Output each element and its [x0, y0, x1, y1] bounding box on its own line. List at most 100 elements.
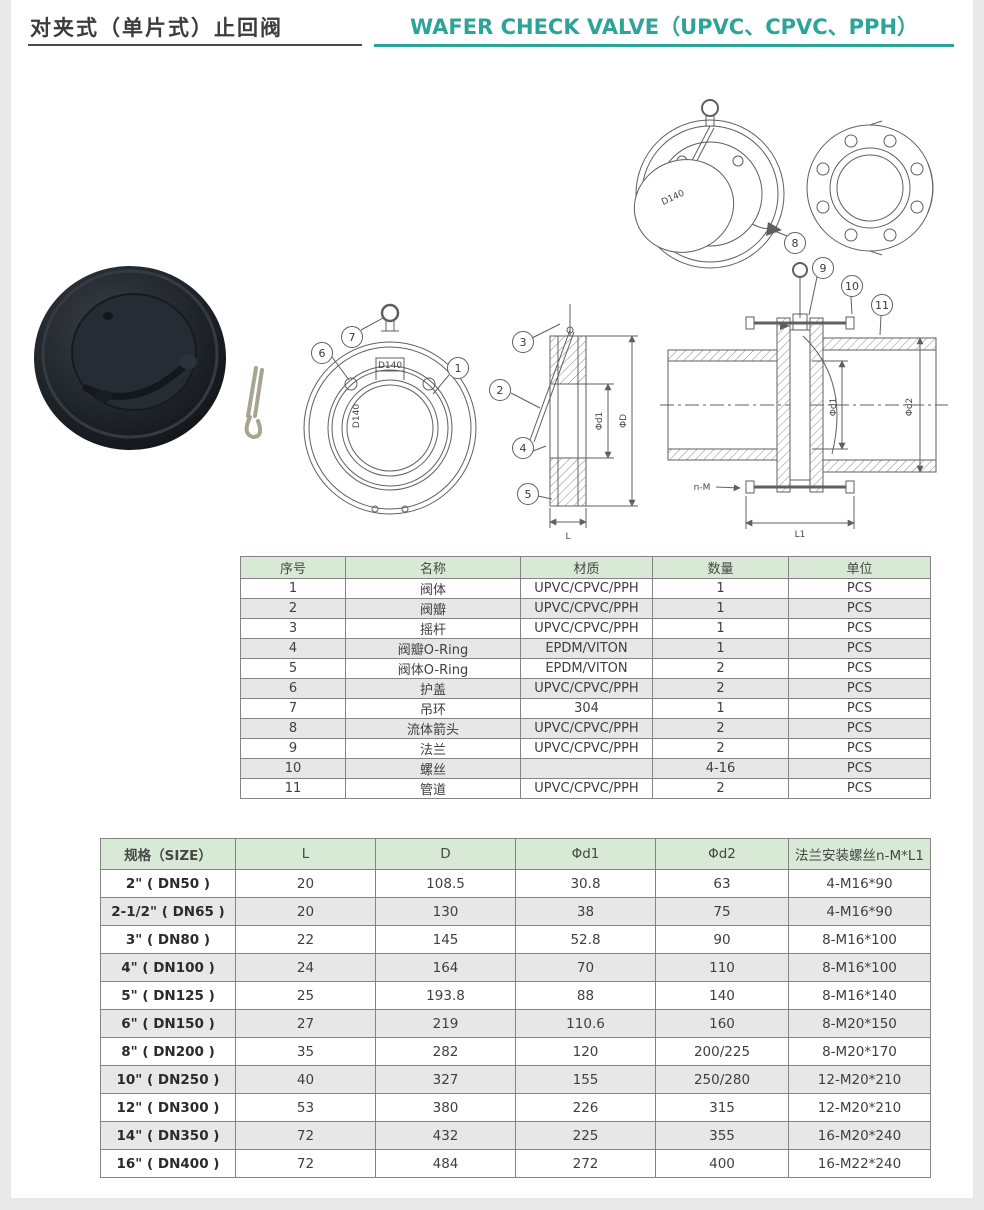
- table-cell: 27: [235, 1009, 376, 1038]
- assembly-view-drawing: Φd1 Φd2 n-M L1 8 9 10 11: [660, 229, 948, 540]
- table-cell: 2: [652, 718, 789, 739]
- table-cell: 螺丝: [345, 758, 521, 779]
- dim-label-D: ΦD: [619, 414, 629, 428]
- callout-9: 9: [812, 257, 834, 279]
- table-cell: 16" ( DN400 ): [100, 1149, 236, 1178]
- parts-col-no: 序号: [240, 556, 346, 579]
- table-cell: EPDM/VITON: [520, 638, 653, 659]
- table-cell: 164: [375, 953, 516, 982]
- n-M-leader: [715, 484, 741, 492]
- table-cell: 315: [655, 1093, 789, 1122]
- page-title-english: WAFER CHECK VALVE（UPVC、CPVC、PPH）: [409, 15, 919, 39]
- size-col-d2: Φd2: [655, 838, 789, 870]
- table-cell: 12-M20*210: [788, 1093, 931, 1122]
- table-cell: 70: [515, 953, 656, 982]
- table-cell: 1: [652, 698, 789, 719]
- table-cell: EPDM/VITON: [520, 658, 653, 679]
- table-cell: 110.6: [515, 1009, 656, 1038]
- table-cell: 4-M16*90: [788, 869, 931, 898]
- table-cell: 1: [652, 598, 789, 619]
- table-cell: 4: [240, 638, 346, 659]
- table-cell: 25: [235, 981, 376, 1010]
- table-cell: 30.8: [515, 869, 656, 898]
- svg-text:2: 2: [497, 384, 504, 397]
- table-header-row: 序号 名称 材质 数量 单位: [240, 556, 931, 579]
- table-cell: 2: [652, 778, 789, 799]
- table-cell: PCS: [788, 738, 931, 759]
- valve-wafer: [789, 329, 811, 481]
- flow-arrow-icon: [766, 222, 782, 236]
- table-cell: 72: [235, 1121, 376, 1150]
- table-cell: 7: [240, 698, 346, 719]
- dim-label-nM: n-M: [694, 483, 711, 493]
- table-cell: 272: [515, 1149, 656, 1178]
- table-cell: 52.8: [515, 925, 656, 954]
- callout-11: 11: [871, 294, 893, 316]
- table-cell: 10: [240, 758, 346, 779]
- product-photo: [34, 266, 264, 450]
- table-cell: 35: [235, 1037, 376, 1066]
- table-cell: 8-M16*100: [788, 925, 931, 954]
- dim-label-d1: Φd1: [595, 412, 605, 431]
- table-cell: 摇杆: [345, 618, 521, 639]
- table-cell: 阀瓣O-Ring: [345, 638, 521, 659]
- table-cell: 20: [235, 897, 376, 926]
- table-cell: 9: [240, 738, 346, 759]
- dim-label-d2: Φd2: [905, 398, 915, 417]
- table-cell: 282: [375, 1037, 516, 1066]
- page-edge-left: [0, 0, 11, 1210]
- table-cell: 3" ( DN80 ): [100, 925, 236, 954]
- table-cell: 8-M16*100: [788, 953, 931, 982]
- page-title-chinese: 对夹式（单片式）止回阀: [30, 16, 283, 40]
- table-cell: 流体箭头: [345, 718, 521, 739]
- cap-screw-right: [422, 377, 436, 391]
- table-cell: 130: [375, 897, 516, 926]
- table-cell: 4" ( DN100 ): [100, 953, 236, 982]
- table-cell: 6: [240, 678, 346, 699]
- table-cell: 120: [515, 1037, 656, 1066]
- table-cell: UPVC/CPVC/PPH: [520, 598, 653, 619]
- table-cell: 2" ( DN50 ): [100, 869, 236, 898]
- flow-arrow-icon: [780, 322, 790, 330]
- title-underline-dark: [28, 44, 362, 46]
- callout-8: 8: [784, 232, 806, 254]
- table-cell: PCS: [788, 598, 931, 619]
- dim-label-L1: L1: [795, 530, 806, 540]
- table-cell: 法兰: [345, 738, 521, 759]
- svg-text:6: 6: [319, 347, 326, 360]
- table-cell: 5: [240, 658, 346, 679]
- table-cell: 阀体: [345, 578, 521, 599]
- left-flange: [776, 317, 791, 493]
- cap-screw-left: [344, 377, 358, 391]
- svg-text:5: 5: [525, 488, 532, 501]
- table-cell: 10" ( DN250 ): [100, 1065, 236, 1094]
- table-cell: 193.8: [375, 981, 516, 1010]
- table-cell: 3: [240, 618, 346, 639]
- table-cell: 53: [235, 1093, 376, 1122]
- table-cell: 11: [240, 778, 346, 799]
- table-cell: 8" ( DN200 ): [100, 1037, 236, 1066]
- dim-label-L: L: [565, 532, 570, 542]
- table-cell: 200/225: [655, 1037, 789, 1066]
- table-cell: 吊环: [345, 698, 521, 719]
- callout-6: 6: [311, 342, 333, 364]
- svg-text:3: 3: [520, 336, 527, 349]
- callout-2: 2: [489, 379, 511, 401]
- svg-text:8: 8: [792, 237, 799, 250]
- callout-10: 10: [841, 275, 863, 297]
- table-cell: 2: [652, 678, 789, 699]
- table-cell: 145: [375, 925, 516, 954]
- table-cell: 阀体O-Ring: [345, 658, 521, 679]
- lifting-ring: [380, 303, 400, 323]
- table-cell: 8-M20*150: [788, 1009, 931, 1038]
- svg-text:10: 10: [845, 280, 859, 293]
- iso-flange-drawing: [806, 120, 934, 256]
- table-cell: 304: [520, 698, 653, 719]
